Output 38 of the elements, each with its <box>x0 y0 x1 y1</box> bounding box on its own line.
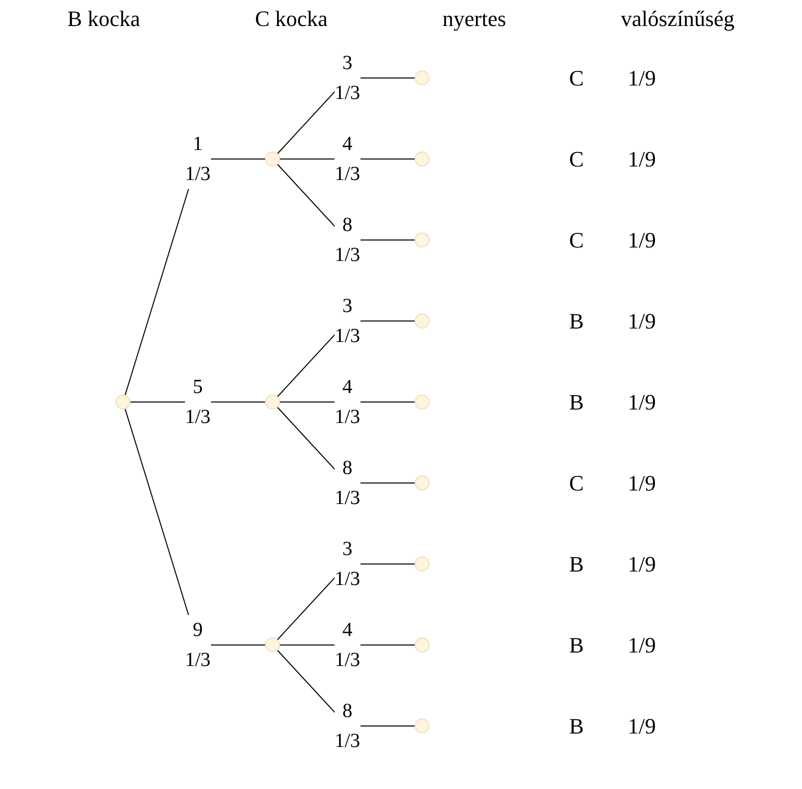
node-circle <box>265 152 280 166</box>
column-heading: B kocka <box>67 6 140 32</box>
node-label: B 1/9 <box>569 714 656 738</box>
node-circle <box>414 70 430 86</box>
edge-label: 5 1/3 <box>185 376 211 428</box>
edge-label: 1 1/3 <box>185 133 211 185</box>
node-circle <box>414 152 430 166</box>
column-heading: nyertes <box>442 6 506 32</box>
edge-label: 8 1/3 <box>334 457 360 509</box>
node-circle <box>265 638 280 652</box>
edge-label: 9 1/3 <box>185 619 211 671</box>
edge-label: 8 1/3 <box>334 700 360 752</box>
node-label: C 1/9 <box>569 228 656 252</box>
node-circle <box>116 394 131 410</box>
node-circle <box>414 314 430 328</box>
node-circle <box>414 556 430 572</box>
node-circle <box>265 394 280 410</box>
edge-label: 4 1/3 <box>334 133 360 185</box>
edge-label: 3 1/3 <box>334 538 360 590</box>
node-circle <box>414 638 430 652</box>
node-label: B 1/9 <box>569 552 656 576</box>
edge-label: 3 1/3 <box>334 52 360 104</box>
node-circle <box>414 718 430 734</box>
edge-label: 3 1/3 <box>334 295 360 347</box>
node-label: C 1/9 <box>569 66 656 90</box>
node-circle <box>414 476 430 490</box>
node-label: C 1/9 <box>569 470 656 496</box>
column-heading: C kocka <box>254 6 328 32</box>
edge-label: 4 1/3 <box>334 376 360 428</box>
node-label: B 1/9 <box>569 632 656 658</box>
node-circle <box>414 232 430 248</box>
node-label: B 1/9 <box>569 308 656 334</box>
node-label: C 1/9 <box>569 146 656 172</box>
edge-label: 4 1/3 <box>334 619 360 671</box>
column-heading: valószínűség <box>620 6 735 32</box>
node-label: B 1/9 <box>569 390 656 414</box>
edge-label: 8 1/3 <box>334 214 360 266</box>
node-circle <box>414 394 430 410</box>
